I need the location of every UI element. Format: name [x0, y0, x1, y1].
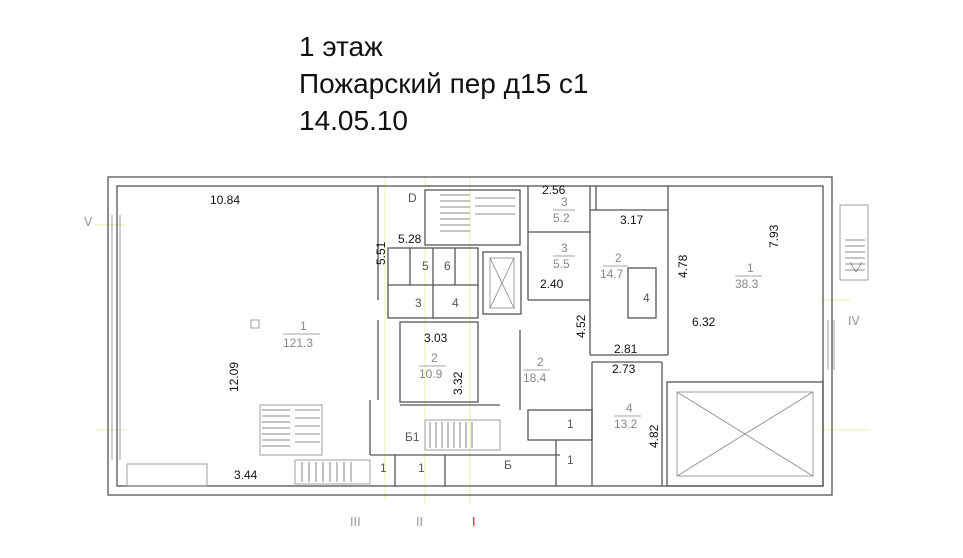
dim-5-51: 5.51 — [374, 241, 388, 265]
label-b1: Б1 — [405, 430, 420, 444]
axis-v: V — [84, 215, 93, 229]
label-4: 4 — [452, 296, 459, 310]
room-area: 13.2 — [614, 417, 638, 431]
label-6: 6 — [444, 259, 451, 273]
room-num: 3 — [561, 195, 568, 209]
room-num: 2 — [537, 355, 544, 369]
small-labels: 5 6 3 4 4 D Б1 Б 1 1 1 1 — [380, 191, 650, 475]
stairs — [259, 194, 515, 485]
label-1: 1 — [380, 461, 387, 475]
axis-ii: II — [416, 515, 423, 529]
room-num: 1 — [300, 319, 307, 333]
label-3: 3 — [415, 296, 422, 310]
dim-3-32: 3.32 — [451, 371, 465, 395]
dim-2-56: 2.56 — [542, 183, 566, 197]
room-num: 2 — [615, 251, 622, 265]
dim-12-09: 12.09 — [227, 362, 241, 392]
interior-walls — [126, 186, 824, 487]
dim-5-28: 5.28 — [398, 232, 422, 246]
axis-labels: V IV III II I — [84, 215, 861, 529]
dim-2-73: 2.73 — [612, 362, 636, 376]
dim-2-40: 2.40 — [540, 277, 564, 291]
room-labels: 1 121.3 3 5.2 3 5.5 2 14.7 1 38.3 2 10.9… — [283, 195, 762, 431]
dim-2-81: 2.81 — [614, 342, 638, 356]
dim-4-82: 4.82 — [647, 424, 661, 448]
room-area: 14.7 — [600, 267, 624, 281]
label-d: D — [408, 191, 417, 205]
room-area: 18.4 — [523, 371, 547, 385]
dim-6-32: 6.32 — [692, 315, 716, 329]
dim-4-52: 4.52 — [574, 314, 588, 338]
label-b: Б — [504, 458, 512, 472]
axis-iii: III — [350, 515, 361, 529]
dim-4-78: 4.78 — [676, 254, 690, 278]
room-area: 121.3 — [283, 336, 313, 350]
label-5: 5 — [422, 259, 429, 273]
dim-10-84: 10.84 — [210, 193, 240, 207]
dim-3-03: 3.03 — [424, 331, 448, 345]
room-area: 10.9 — [419, 367, 443, 381]
external-stair — [839, 204, 869, 281]
axis-iv: IV — [848, 314, 861, 328]
label-4: 4 — [643, 291, 650, 305]
room-num: 2 — [431, 351, 438, 365]
room-area: 5.5 — [553, 257, 570, 271]
room-num: 3 — [561, 241, 568, 255]
label-1: 1 — [567, 417, 574, 431]
room-area: 38.3 — [735, 277, 759, 291]
dim-7-93: 7.93 — [767, 224, 781, 248]
label-1: 1 — [567, 453, 574, 467]
dimension-labels: 10.84 2.56 3.17 7.93 5.28 5.51 4.78 2.40… — [210, 183, 781, 482]
label-1: 1 — [418, 461, 425, 475]
axis-i: I — [472, 515, 476, 529]
room-num: 4 — [626, 401, 633, 415]
date-title: 14.05.10 — [299, 105, 408, 136]
outer-walls — [107, 176, 835, 496]
dim-3-17: 3.17 — [620, 213, 644, 227]
address-title: Пожарский пер д15 с1 — [299, 68, 589, 99]
room-area: 5.2 — [553, 211, 570, 225]
dim-3-44: 3.44 — [234, 468, 258, 482]
guide-lines — [95, 178, 870, 505]
floor-title: 1 этаж — [299, 31, 383, 62]
plan-header: 1 этаж Пожарский пер д15 с1 14.05.10 — [299, 28, 589, 139]
room-num: 1 — [747, 261, 754, 275]
